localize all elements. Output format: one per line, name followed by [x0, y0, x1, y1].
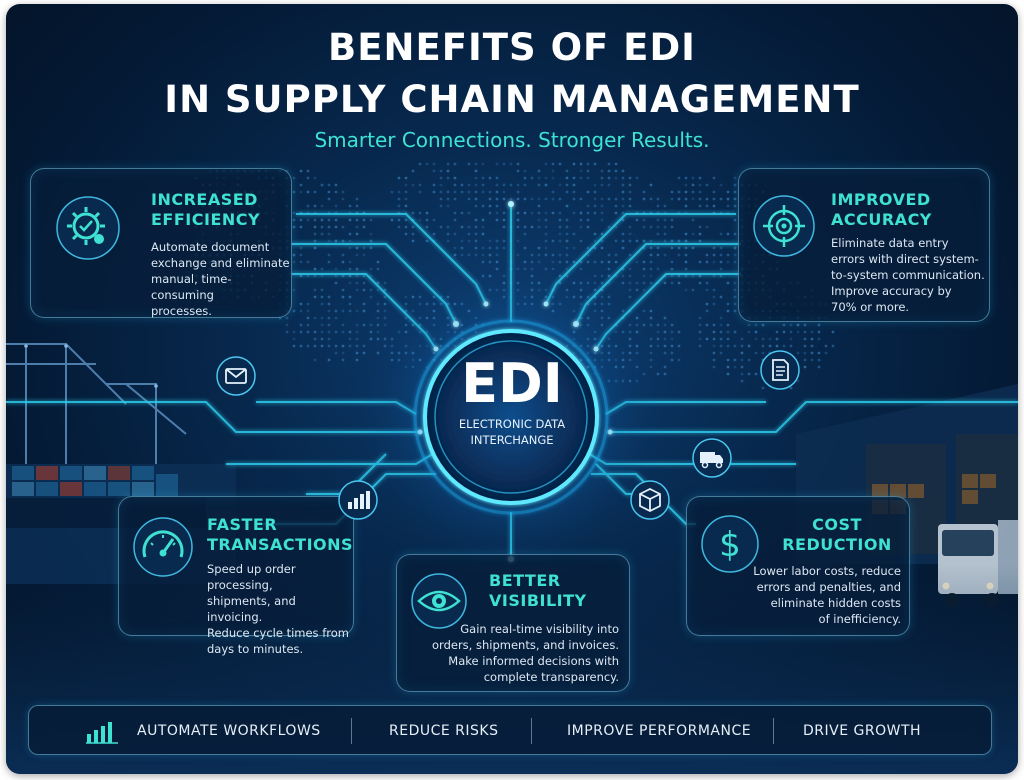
card-description: Eliminate data entry errors with direct … [831, 235, 985, 315]
dollar-icon: $ [699, 513, 761, 579]
hub-edi-label: EDI [461, 352, 563, 415]
card-line: Speed up order processing, [207, 562, 296, 592]
infographic-frame: BENEFITS OF EDI IN SUPPLY CHAIN MANAGEME… [6, 4, 1018, 774]
card-line: complete transparency. [483, 670, 619, 684]
card-line: Improve accuracy by [831, 284, 952, 298]
card-line: orders, shipments, and invoices. [432, 638, 619, 652]
card-better-visibility: BETTER VISIBILITY Gain real-time visibil… [396, 554, 630, 692]
card-line: manual, time-consuming [151, 272, 232, 302]
eye-icon [409, 571, 469, 635]
card-line: Reduce cycle times from [207, 626, 349, 640]
card-title-line-2: VISIBILITY [489, 591, 587, 610]
card-line: Automate document [151, 240, 270, 254]
bar-chart-icon [336, 478, 380, 526]
bottom-item-automate-workflows: AUTOMATE WORKFLOWS [137, 723, 321, 739]
card-title: IMPROVED ACCURACY [831, 190, 932, 230]
card-faster-transactions: FASTER TRANSACTIONS Speed up order proce… [118, 496, 354, 656]
card-title: FASTER TRANSACTIONS [207, 515, 353, 555]
card-description: Gain real-time visibility into orders, s… [419, 621, 619, 685]
truck-icon [690, 436, 734, 484]
gear-check-icon [53, 193, 123, 267]
card-improved-accuracy: IMPROVED ACCURACY Eliminate data entry e… [738, 168, 990, 322]
card-cost-reduction: $ COST REDUCTION Lower labor costs, redu… [686, 496, 910, 636]
svg-text:$: $ [719, 525, 741, 565]
card-line: 70% or more. [831, 300, 910, 314]
card-line: to-system communication. [831, 268, 985, 282]
card-line: of inefficiency. [818, 612, 901, 626]
card-title: COST REDUCTION [779, 515, 895, 555]
card-line: days to minutes. [207, 642, 304, 656]
card-line: Eliminate data entry [831, 236, 949, 250]
page-title-line-1: BENEFITS OF EDI [328, 26, 696, 69]
card-title-line-2: TRANSACTIONS [207, 535, 354, 554]
card-title: BETTER VISIBILITY [489, 571, 587, 611]
bottom-item-drive-growth: DRIVE GROWTH [803, 723, 922, 739]
bottom-divider [773, 718, 774, 744]
card-line: eliminate hidden costs [770, 596, 901, 610]
card-line: errors with direct system- [831, 252, 979, 266]
card-title-line-1: INCREASED [151, 190, 258, 209]
page-title-line-2: IN SUPPLY CHAIN MANAGEMENT [164, 78, 860, 121]
speedometer-icon [131, 515, 195, 583]
bottom-item-reduce-risks: REDUCE RISKS [389, 723, 499, 739]
card-description: Speed up order processing, shipments, an… [207, 561, 353, 657]
card-line: errors and penalties, and [756, 580, 901, 594]
card-title-line-2: REDUCTION [782, 535, 892, 554]
card-title-line-2: EFFICIENCY [151, 210, 261, 229]
page-subtitle: Smarter Connections. Stronger Results. [314, 128, 710, 152]
card-title-line-1: COST [812, 515, 862, 534]
hub-edi-description: ELECTRONIC DATA INTERCHANGE [432, 416, 592, 448]
card-line: exchange and eliminate [151, 256, 290, 270]
card-line: Gain real-time visibility into [460, 622, 619, 636]
card-line: Make informed decisions with [448, 654, 619, 668]
target-icon [751, 193, 817, 263]
card-title: INCREASED EFFICIENCY [151, 190, 260, 230]
envelope-icon [214, 354, 258, 402]
bottom-item-improve-performance: IMPROVE PERFORMANCE [567, 723, 752, 739]
card-line: Lower labor costs, reduce [753, 564, 901, 578]
card-increased-efficiency: INCREASED EFFICIENCY Automate document e… [30, 168, 292, 318]
card-title-line-1: FASTER [207, 515, 278, 534]
card-title-line-1: BETTER [489, 571, 561, 590]
hub-sub-line-2: INTERCHANGE [470, 433, 554, 447]
card-title-line-1: IMPROVED [831, 190, 931, 209]
card-title-line-2: ACCURACY [831, 210, 932, 229]
bar-chart-icon [85, 718, 119, 748]
card-line: processes. [151, 304, 212, 318]
bottom-divider [531, 718, 532, 744]
card-description: Lower labor costs, reduce errors and pen… [697, 563, 901, 627]
hub-sub-line-1: ELECTRONIC DATA [458, 417, 566, 431]
document-icon [758, 348, 802, 396]
package-box-icon [628, 478, 672, 526]
bottom-divider [351, 718, 352, 744]
bottom-benefits-bar: AUTOMATE WORKFLOWS REDUCE RISKS IMPROVE … [28, 705, 992, 755]
card-line: shipments, and invoicing. [207, 594, 296, 624]
card-description: Automate document exchange and eliminate… [151, 239, 291, 319]
